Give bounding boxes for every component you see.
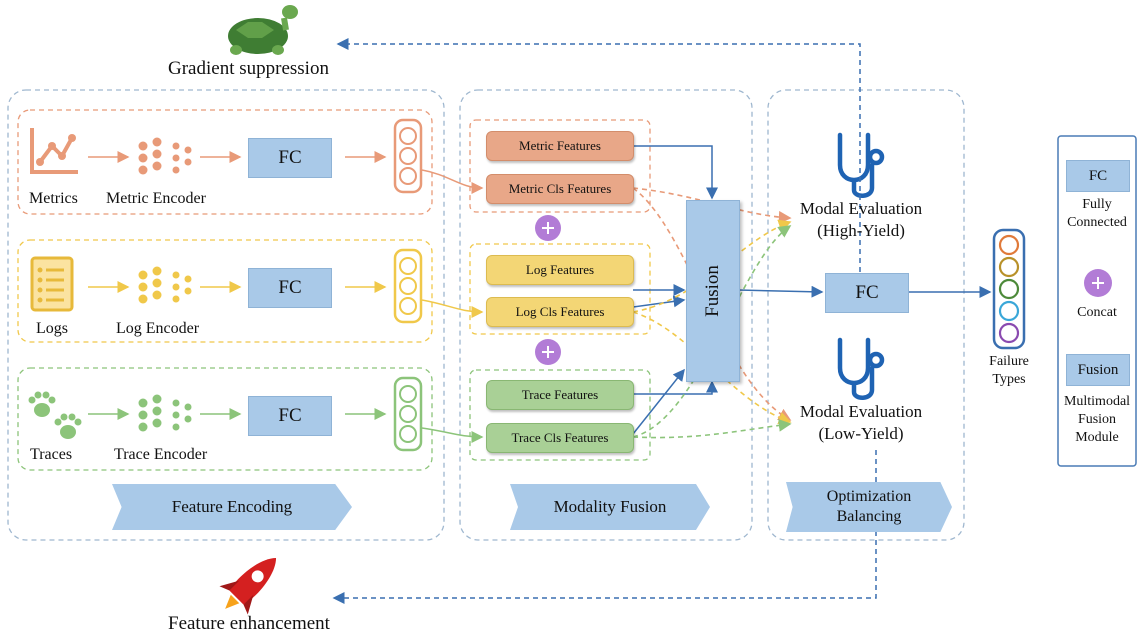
trace-encoder-label: Trace Encoder bbox=[114, 446, 208, 463]
legend-fusion-desc-line2: Fusion bbox=[1077, 412, 1117, 427]
trace-row-box bbox=[17, 367, 433, 471]
feature-enhancement-label: Feature enhancement bbox=[168, 613, 330, 634]
plus-icon bbox=[535, 339, 561, 365]
trace-cls-features-box: Trace Cls Features bbox=[486, 423, 634, 453]
log-encoder-icon bbox=[138, 266, 192, 304]
paw-prints-icon bbox=[28, 391, 82, 439]
low-yield-eval-label: Modal Evaluation (Low-Yield) bbox=[796, 401, 926, 445]
legend-fusion-box: Fusion bbox=[1066, 354, 1130, 386]
turtle-icon bbox=[228, 5, 298, 55]
metric-encoder-label: Metric Encoder bbox=[106, 190, 206, 207]
trace-features-box: Trace Features bbox=[486, 380, 634, 410]
trace-vector bbox=[393, 376, 423, 452]
metrics-chart-icon bbox=[30, 128, 78, 174]
trace-encoder-icon bbox=[138, 394, 192, 432]
legend-fusion-desc-line3: Module bbox=[1075, 430, 1119, 445]
modality-fusion-banner: Modality Fusion bbox=[510, 484, 710, 530]
metric-cls-features-box: Metric Cls Features bbox=[486, 174, 634, 204]
metrics-label: Metrics bbox=[29, 190, 78, 207]
failure-types-line2: Types bbox=[992, 372, 1026, 387]
fusion-label: Fusion bbox=[702, 265, 723, 317]
metric-fc-box: FC bbox=[248, 138, 332, 178]
stethoscope-icon bbox=[837, 337, 885, 400]
feature-encoding-banner: Feature Encoding bbox=[112, 484, 352, 530]
failure-types-line1: Failure bbox=[989, 354, 1029, 369]
legend-fc-desc-line2: Connected bbox=[1067, 215, 1127, 230]
fusion-module: Fusion bbox=[686, 200, 740, 382]
log-cls-features-box: Log Cls Features bbox=[486, 297, 634, 327]
log-features-box: Log Features bbox=[486, 255, 634, 285]
trace-fc-box: FC bbox=[248, 396, 332, 436]
optimization-banner-line1: Optimization bbox=[826, 488, 912, 505]
log-encoder-label: Log Encoder bbox=[116, 320, 200, 337]
low-yield-title: Modal Evaluation bbox=[799, 402, 923, 421]
trace-feature-group bbox=[469, 369, 651, 461]
log-row-box bbox=[17, 239, 433, 343]
log-vector bbox=[393, 248, 423, 324]
plus-icon bbox=[535, 215, 561, 241]
metric-row-box bbox=[17, 109, 433, 215]
legend-fc-box: FC bbox=[1066, 160, 1130, 192]
legend-fc-desc: Fully Connected bbox=[1060, 196, 1134, 232]
stethoscope-icon bbox=[837, 132, 885, 198]
high-yield-eval-label: Modal Evaluation (High-Yield) bbox=[796, 198, 926, 242]
feature-encoding-panel bbox=[7, 89, 445, 541]
metric-vector bbox=[393, 118, 423, 194]
log-feature-group bbox=[469, 243, 651, 335]
legend-fusion-desc: Multimodal Fusion Module bbox=[1060, 393, 1134, 447]
logs-label: Logs bbox=[36, 320, 68, 337]
legend-panel bbox=[1057, 135, 1137, 467]
traces-label: Traces bbox=[30, 446, 73, 463]
rocket-icon bbox=[219, 557, 277, 615]
log-fc-box: FC bbox=[248, 268, 332, 308]
legend-fusion-desc-line1: Multimodal bbox=[1063, 394, 1131, 409]
failure-types-vector bbox=[992, 228, 1026, 350]
optimization-banner-line2: Balancing bbox=[836, 508, 902, 525]
log-document-icon bbox=[30, 256, 74, 312]
high-yield-sub: (High-Yield) bbox=[817, 221, 905, 240]
failure-types-label: Failure Types bbox=[982, 353, 1036, 389]
high-yield-title: Modal Evaluation bbox=[799, 199, 923, 218]
output-fc-box: FC bbox=[825, 273, 909, 313]
gradient-suppression-label: Gradient suppression bbox=[168, 58, 329, 79]
legend-concat-desc: Concat bbox=[1077, 305, 1117, 320]
low-yield-sub: (Low-Yield) bbox=[818, 424, 904, 443]
modality-fusion-panel bbox=[459, 89, 753, 541]
metric-features-box: Metric Features bbox=[486, 131, 634, 161]
metric-encoder-icon bbox=[138, 137, 192, 175]
plus-icon bbox=[1084, 269, 1112, 297]
optimization-balancing-banner: Optimization Balancing bbox=[786, 482, 952, 532]
metric-feature-group bbox=[469, 119, 651, 213]
legend-fc-desc-line1: Fully bbox=[1082, 197, 1112, 212]
